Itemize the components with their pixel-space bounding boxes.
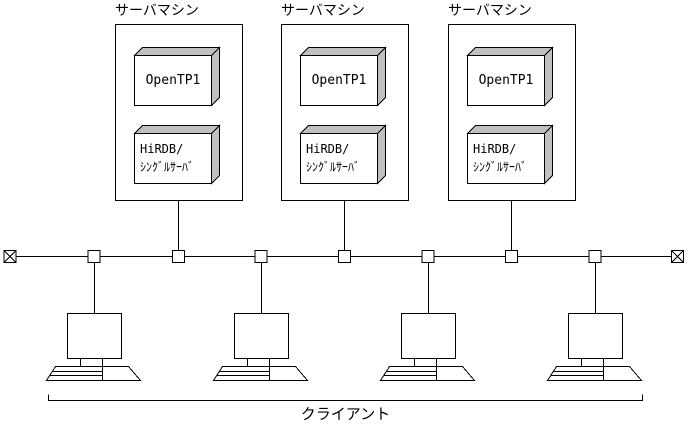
- server-machine-label-2: サーバマシン: [281, 2, 365, 18]
- hirdb-label-2-line2: ｼﾝｸﾞﾙｻｰﾊﾞ: [306, 160, 361, 174]
- hirdb-label-3-line1: HiRDB/: [473, 142, 517, 156]
- bus-tap-server-2: [338, 250, 351, 263]
- bus-tap-client-2: [254, 250, 268, 263]
- bus-terminator-left-icon: [3, 250, 17, 263]
- hirdb-label-1-line2: ｼﾝｸﾞﾙｻｰﾊﾞ: [140, 160, 195, 174]
- bus-terminator-right-icon: [671, 250, 684, 263]
- opentp1-label-1: OpenTP1: [145, 72, 201, 88]
- server-machine-label-1: サーバマシン: [115, 2, 199, 18]
- clients-bracket-label: クライアント: [300, 406, 391, 423]
- hirdb-label-2: HiRDB/ ｼﾝｸﾞﾙｻｰﾊﾞ: [300, 133, 378, 183]
- opentp1-label-3: OpenTP1: [478, 72, 534, 88]
- server-machine-label-3: サーバマシン: [448, 2, 532, 18]
- server-group-1: サーバマシン OpenTP1 HiRDB/ ｼﾝｸﾞﾙｻｰﾊﾞ: [115, 3, 242, 200]
- hirdb-label-3: HiRDB/ ｼﾝｸﾞﾙｻｰﾊﾞ: [467, 133, 545, 183]
- clients-bracket: [48, 394, 643, 401]
- client-computer-icon-2: [213, 262, 308, 381]
- hirdb-label-1-line1: HiRDB/: [140, 142, 184, 156]
- server-group-3: サーバマシン OpenTP1 HiRDB/ ｼﾝｸﾞﾙｻｰﾊﾞ: [448, 3, 575, 200]
- hirdb-label-1: HiRDB/ ｼﾝｸﾞﾙｻｰﾊﾞ: [134, 133, 212, 183]
- hirdb-label-3-line2: ｼﾝｸﾞﾙｻｰﾊﾞ: [473, 160, 528, 174]
- server-group-2: サーバマシン OpenTP1 HiRDB/ ｼﾝｸﾞﾙｻｰﾊﾞ: [281, 3, 408, 200]
- bus-tap-server-3: [505, 250, 518, 263]
- bus-tap-client-1: [87, 250, 101, 263]
- opentp1-label-2: OpenTP1: [311, 72, 367, 88]
- bus-tap-client-4: [588, 250, 602, 263]
- client-computer-icon-1: [46, 262, 141, 381]
- client-computer-icon-3: [380, 262, 475, 381]
- hirdb-label-2-line1: HiRDB/: [306, 142, 350, 156]
- bus-tap-server-1: [172, 250, 185, 263]
- client-computer-icon-4: [547, 262, 642, 381]
- bus-tap-client-3: [421, 250, 435, 263]
